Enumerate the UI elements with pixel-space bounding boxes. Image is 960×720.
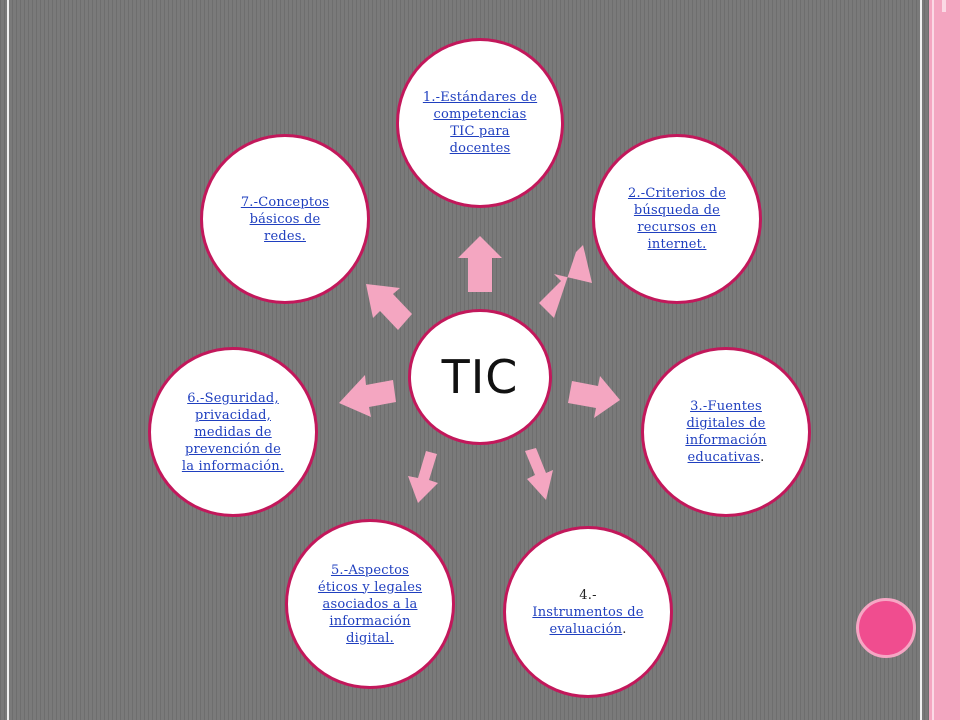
corner-tick <box>942 0 946 12</box>
arrow-to-node-1 <box>458 236 502 292</box>
node-1-estandares[interactable]: 1.-Estándares de competencias TIC para d… <box>396 38 564 208</box>
arrow-to-node-7 <box>366 284 412 330</box>
center-label: TIC <box>441 350 519 404</box>
node-7-conceptos-redes[interactable]: 7.-Conceptos básicos de redes. <box>200 134 370 304</box>
node-6-seguridad-privacidad[interactable]: 6.-Seguridad, privacidad, medidas de pre… <box>148 347 318 517</box>
node-7-label[interactable]: 7.-Conceptos básicos de redes. <box>240 194 330 244</box>
node-5-label[interactable]: 5.-Aspectos éticos y legales asociados a… <box>317 562 423 646</box>
node-2-criterios-busqueda[interactable]: 2.-Criterios de búsqueda de recursos en … <box>592 134 762 304</box>
node-4-suffix: . <box>622 621 627 637</box>
node-4-instrumentos-evaluacion[interactable]: 4.-Instrumentos de evaluación. <box>503 526 673 698</box>
center-node-tic: TIC <box>408 309 552 445</box>
node-4-label[interactable]: Instrumentos de evaluación <box>532 604 644 637</box>
arrow-to-node-3 <box>568 376 620 418</box>
node-4-prefix: 4.- <box>579 587 597 603</box>
right-frame-line <box>920 0 922 720</box>
node-3-label[interactable]: 3.-Fuentes digitales de información educ… <box>685 399 767 465</box>
node-3-suffix: . <box>760 450 765 465</box>
arrow-to-node-2 <box>539 245 592 318</box>
arrow-to-node-5 <box>408 451 438 503</box>
right-accent-band <box>929 0 960 720</box>
node-1-label[interactable]: 1.-Estándares de competencias TIC para d… <box>422 90 538 156</box>
node-2-label[interactable]: 2.-Criterios de búsqueda de recursos en … <box>627 186 727 252</box>
arrow-to-node-6 <box>339 375 396 417</box>
arrow-to-node-4 <box>525 448 553 500</box>
node-6-label[interactable]: 6.-Seguridad, privacidad, medidas de pre… <box>181 390 285 474</box>
node-3-fuentes-digitales[interactable]: 3.-Fuentes digitales de información educ… <box>641 347 811 517</box>
left-frame-line <box>7 0 9 720</box>
pink-circle-decoration <box>856 598 916 658</box>
node-5-aspectos-eticos[interactable]: 5.-Aspectos éticos y legales asociados a… <box>285 519 455 689</box>
